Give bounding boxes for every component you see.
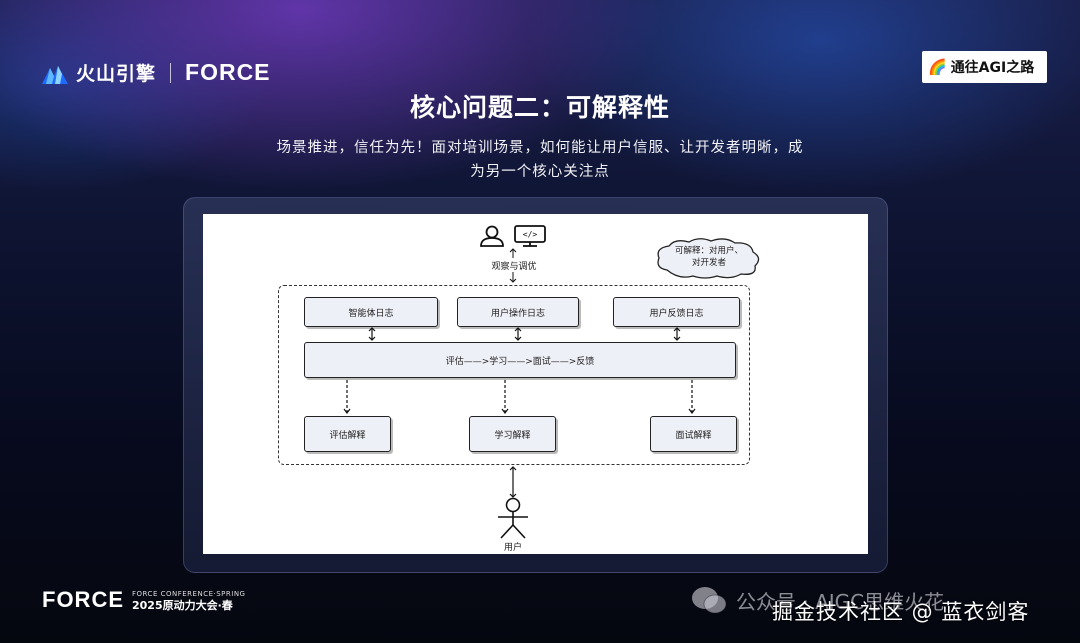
bidirectional-arrow-icon [368, 327, 376, 341]
juejin-watermark: 掘金技术社区 @ 蓝衣剑客 [772, 600, 1030, 624]
evaluation-explain-box: 评估解释 [304, 416, 391, 452]
footer-force-logo: FORCE FORCE CONFERENCE·SPRING 2025原动力大会·… [42, 587, 245, 613]
stick-figure-user-icon [498, 497, 528, 539]
user-action-log-box: 用户操作日志 [457, 297, 579, 327]
conference-name: FORCE CONFERENCE·SPRING [132, 590, 246, 598]
user-label: 用户 [503, 543, 522, 553]
rainbow-icon: 🌈 [928, 58, 947, 76]
pipeline-box: 评估——>学习——>面试——>反馈 [304, 342, 736, 378]
agent-log-box: 智能体日志 [304, 297, 438, 327]
diagram-canvas: </> 观察与调优 可解释：对用户、对开发者 智能体日志 用户操作日志 用户反馈… [203, 214, 868, 554]
cloud-shape [657, 238, 760, 279]
wechat-watermark: 公众号 · AIGC思维火花 [690, 585, 944, 615]
dashed-down-arrow-icon [343, 380, 351, 414]
conference-year: 2025原动力大会·春 [132, 599, 233, 612]
footer-force-text: FORCE [42, 587, 124, 612]
slide-title: 核心问题二：可解释性 [409, 93, 670, 122]
cloud-text: 可解释：对用户、对开发者 [674, 246, 743, 268]
volcengine-logo: 火山引擎 FORCE [42, 59, 271, 86]
conference-info: FORCE CONFERENCE·SPRING 2025原动力大会·春 [132, 589, 245, 611]
up-arrow-icon [509, 248, 517, 258]
observe-tune-label: 观察与调优 [491, 262, 537, 272]
dashed-container [278, 285, 750, 465]
force-logo-text: FORCE [185, 59, 271, 85]
down-arrow-icon [509, 272, 517, 283]
user-and-monitor-icon: </> [480, 225, 546, 247]
interview-explain-box: 面试解释 [650, 416, 737, 452]
bidirectional-arrow-icon [514, 327, 522, 341]
wechat-icon [692, 587, 727, 614]
wechat-watermark-text: 公众号 · AIGC思维火花 [736, 589, 945, 614]
badge-label: 通往AGI之路 [950, 60, 1035, 76]
dashed-down-arrow-icon [688, 380, 696, 414]
learning-explain-box: 学习解释 [469, 416, 556, 452]
bidirectional-arrow-icon [673, 327, 681, 341]
agi-road-badge: 🌈 通往AGI之路 [922, 51, 1047, 83]
slide-subtitle: 场景推进，信任为先！面对培训场景，如何能让用户信服、让开发者明晰，成为另一个核心… [276, 140, 804, 180]
logo-divider [170, 62, 172, 83]
user-feedback-log-box: 用户反馈日志 [613, 297, 740, 327]
svg-text:</>: </> [523, 230, 538, 239]
volcano-icon [42, 62, 68, 84]
brand-name: 火山引擎 [76, 63, 157, 85]
dashed-down-arrow-icon [501, 380, 509, 414]
bidirectional-arrow-icon [509, 466, 517, 498]
